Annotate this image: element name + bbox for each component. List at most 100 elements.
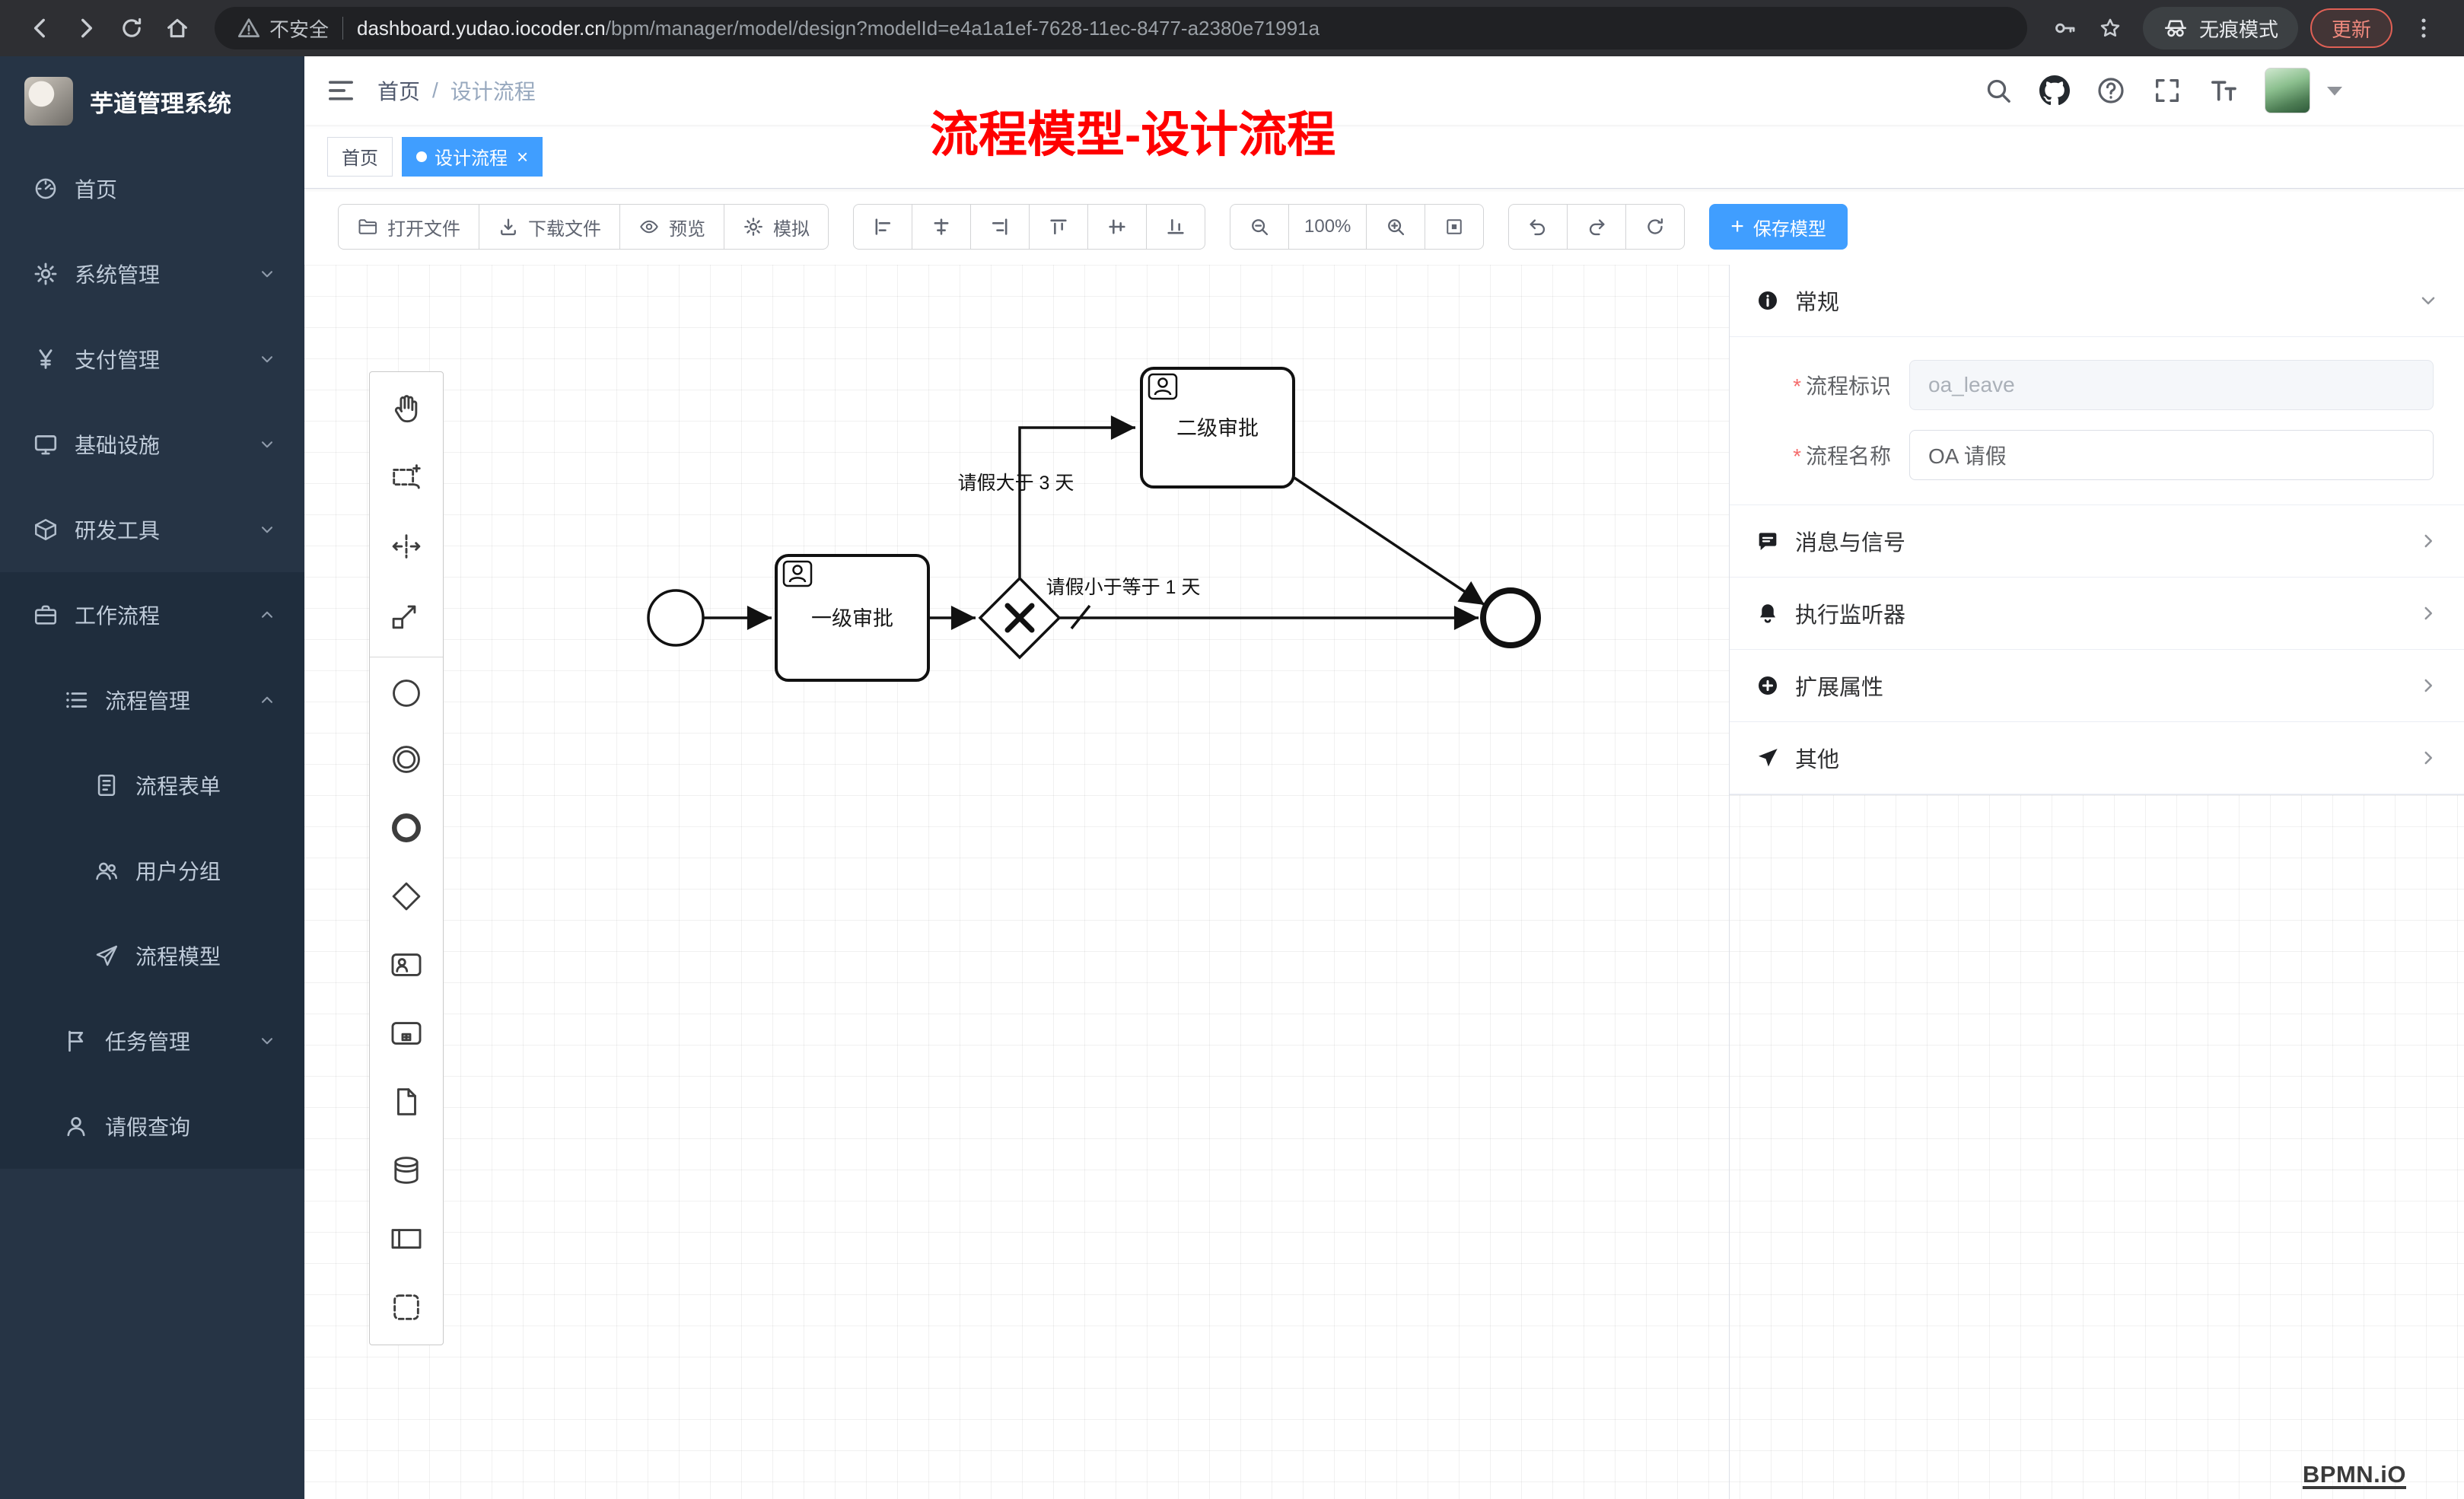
lasso-tool[interactable]: [370, 444, 443, 512]
star-icon[interactable]: [2090, 8, 2131, 49]
key-icon[interactable]: [2044, 8, 2085, 49]
tag-home[interactable]: 首页: [327, 136, 393, 177]
forward-icon[interactable]: [65, 8, 107, 49]
space-icon: [389, 529, 424, 564]
bpmn-canvas[interactable]: 一级审批 二级审批 请假大于 3 天 请假小于等于 1 天: [304, 265, 1729, 1499]
create-data-object[interactable]: [370, 1068, 443, 1136]
section-execution-listener[interactable]: 执行监听器: [1730, 578, 2464, 650]
fontsize-icon[interactable]: [2208, 75, 2239, 106]
sidebar-item-process-model[interactable]: 流程模型: [0, 913, 304, 998]
download-file-button[interactable]: 下载文件: [479, 204, 620, 250]
align-left-button[interactable]: [853, 204, 912, 250]
section-extended-attributes[interactable]: 扩展属性: [1730, 650, 2464, 722]
hamburger-icon[interactable]: [326, 75, 356, 106]
process-key-input: [1909, 360, 2434, 410]
undo-button[interactable]: [1508, 204, 1568, 250]
url-divider: [342, 17, 344, 40]
bpmn-workspace[interactable]: 一级审批 二级审批 请假大于 3 天 请假小于等于 1 天: [304, 265, 2464, 1499]
create-end-event[interactable]: [370, 794, 443, 862]
properties-panel: 常规 *流程标识 *流程名称: [1729, 265, 2464, 1499]
sidebar-item-label: 支付管理: [75, 348, 161, 372]
sidebar-item-process-form[interactable]: 流程表单: [0, 743, 304, 828]
align-bottom-button[interactable]: [1146, 204, 1205, 250]
breadcrumb-home[interactable]: 首页: [377, 80, 421, 103]
search-icon[interactable]: [1983, 75, 2014, 106]
bpmn-end-event[interactable]: [1480, 587, 1541, 648]
zoom-out-button[interactable]: [1230, 204, 1289, 250]
form-icon: [93, 772, 120, 798]
redo-icon: [1586, 216, 1607, 237]
save-model-label: 保存模型: [1752, 218, 1826, 240]
align-center-button[interactable]: [912, 204, 971, 250]
bpmn-flow-gt3-days[interactable]: [1018, 415, 1135, 578]
back-icon[interactable]: [20, 8, 61, 49]
sidebar-item-home[interactable]: 首页: [0, 146, 304, 231]
preview-button[interactable]: 预览: [619, 204, 724, 250]
menu-dots-icon[interactable]: [2403, 8, 2444, 49]
question-icon[interactable]: [2096, 75, 2126, 106]
fullscreen-icon[interactable]: [2152, 75, 2182, 106]
align-middle-button[interactable]: [1087, 204, 1147, 250]
create-start-event[interactable]: [370, 657, 443, 725]
create-exclusive-gateway[interactable]: [370, 862, 443, 931]
redo-button[interactable]: [1567, 204, 1627, 250]
address-bar[interactable]: 不安全 dashboard.yudao.iocoder.cn/bpm/manag…: [215, 7, 2027, 49]
sidebar-item-user-group[interactable]: 用户分组: [0, 828, 304, 913]
home-icon[interactable]: [157, 8, 198, 49]
user-menu[interactable]: [2265, 68, 2350, 113]
bpmn-io-watermark[interactable]: BPMN.iO: [2302, 1461, 2406, 1488]
process-name-input[interactable]: [1909, 430, 2434, 480]
incognito-icon: [2163, 15, 2189, 41]
hand-tool[interactable]: [370, 375, 443, 444]
chevron-up-icon: [259, 692, 275, 708]
hand-icon: [389, 392, 424, 427]
create-subprocess[interactable]: [370, 999, 443, 1068]
create-participant[interactable]: [370, 1205, 443, 1273]
simulate-button[interactable]: 模拟: [724, 204, 829, 250]
create-user-task[interactable]: [370, 931, 443, 999]
align-top-button[interactable]: [1029, 204, 1088, 250]
bpmn-task-second-approval[interactable]: [1140, 367, 1295, 489]
app-frame: 芋道管理系统 首页 系统管理 支付管理 基础设施 研发工具: [0, 56, 2464, 1499]
sidebar-item-devtools[interactable]: 研发工具: [0, 487, 304, 572]
download-icon: [498, 216, 519, 237]
sidebar-item-infrastructure[interactable]: 基础设施: [0, 402, 304, 487]
incognito-badge: 无痕模式: [2142, 7, 2298, 49]
section-message-signal[interactable]: 消息与信号: [1730, 505, 2464, 578]
github-icon[interactable]: [2039, 75, 2070, 106]
open-file-button[interactable]: 打开文件: [338, 204, 479, 250]
section-general[interactable]: 常规: [1730, 265, 2464, 337]
tag-close-icon[interactable]: ×: [517, 145, 529, 168]
sidebar-item-process-management[interactable]: 流程管理: [0, 657, 304, 743]
file-button-group: 打开文件 下载文件 预览 模拟: [338, 204, 829, 250]
save-model-button[interactable]: + 保存模型: [1709, 204, 1848, 250]
reload-icon[interactable]: [111, 8, 152, 49]
sidebar-item-payment[interactable]: 支付管理: [0, 317, 304, 402]
create-intermediate-event[interactable]: [370, 725, 443, 794]
zoom-fit-button[interactable]: [1425, 204, 1485, 250]
align-right-button[interactable]: [970, 204, 1030, 250]
zoom-button-group: 100%: [1230, 204, 1485, 250]
zoom-in-button[interactable]: [1366, 204, 1426, 250]
create-group[interactable]: [370, 1273, 443, 1341]
tags-bar: 首页 设计流程 ×: [304, 125, 2464, 189]
tag-design-process[interactable]: 设计流程 ×: [402, 136, 543, 177]
sidebar-logo[interactable]: 芋道管理系统: [0, 56, 304, 146]
url-host: dashboard.yudao.iocoder.cn: [357, 16, 606, 40]
bpmn-start-event[interactable]: [647, 589, 705, 647]
global-connect-tool[interactable]: [370, 581, 443, 649]
create-data-store[interactable]: [370, 1136, 443, 1205]
update-button[interactable]: 更新: [2310, 8, 2392, 48]
bpmn-task-first-approval[interactable]: [775, 554, 930, 682]
space-tool[interactable]: [370, 512, 443, 581]
zoom-level-display[interactable]: 100%: [1288, 204, 1367, 250]
sidebar-item-system[interactable]: 系统管理: [0, 231, 304, 317]
bpmn-flow-task2-to-end[interactable]: [1294, 476, 1485, 606]
sidebar-item-workflow[interactable]: 工作流程: [0, 572, 304, 657]
sidebar-item-task-management[interactable]: 任务管理: [0, 998, 304, 1084]
sidebar-item-leave-query[interactable]: 请假查询: [0, 1084, 304, 1169]
restart-button[interactable]: [1625, 204, 1686, 250]
yen-icon: [32, 346, 59, 372]
section-other[interactable]: 其他: [1730, 722, 2464, 794]
gateway-x-mark: [1004, 603, 1035, 633]
